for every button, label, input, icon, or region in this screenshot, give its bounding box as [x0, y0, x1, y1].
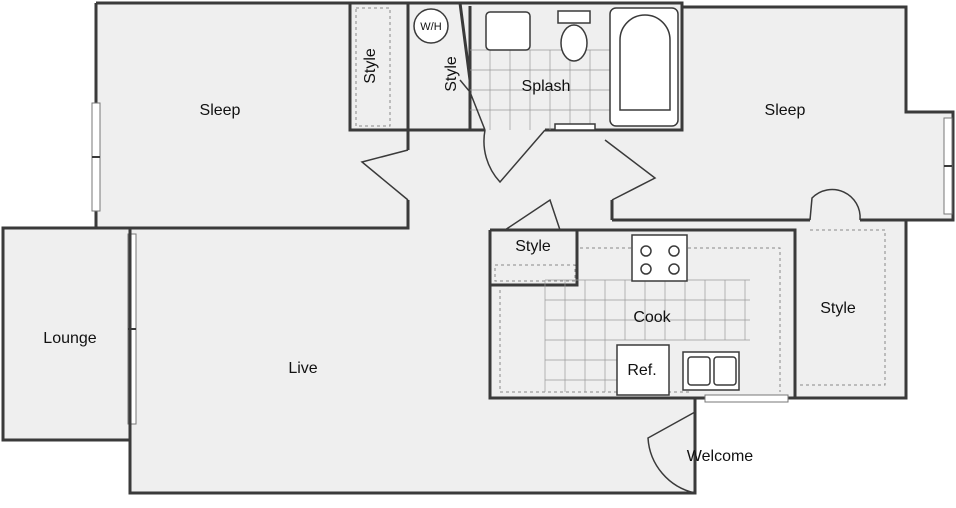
toilet-icon: [560, 24, 588, 62]
room-label-sleep-right: Sleep: [765, 102, 806, 119]
stove-icon: [631, 234, 688, 282]
room-label-style-closet-1: Style: [362, 48, 379, 84]
door-kitchen-closet[interactable]: [504, 198, 561, 231]
toilet-tank-icon: [557, 10, 591, 24]
room-label-style-closet-2: Style: [443, 56, 460, 92]
window: [704, 394, 789, 403]
water-heater-label: W/H: [420, 21, 441, 33]
refrigerator-icon: [616, 344, 670, 396]
room-label-style-right: Style: [820, 300, 856, 317]
water-heater-icon: [413, 8, 449, 44]
floor-area: [3, 3, 953, 493]
refrigerator-label: Ref.: [627, 362, 656, 379]
room-label-cook: Cook: [633, 309, 671, 326]
door-sleep-right[interactable]: [604, 139, 657, 201]
room-label-style-kitchen: Style: [515, 238, 551, 255]
room-label-splash: Splash: [522, 78, 571, 95]
door-bath[interactable]: [483, 129, 546, 184]
room-label-lounge: Lounge: [43, 330, 96, 347]
room-label-welcome: Welcome: [687, 448, 753, 465]
door-closet-1[interactable]: [459, 79, 486, 131]
door-sleep-left[interactable]: [360, 149, 409, 201]
entry-door[interactable]: [647, 411, 696, 494]
door-closet-right[interactable]: [809, 188, 861, 221]
room-label-live: Live: [288, 360, 317, 377]
room-label-sleep-left: Sleep: [200, 102, 241, 119]
